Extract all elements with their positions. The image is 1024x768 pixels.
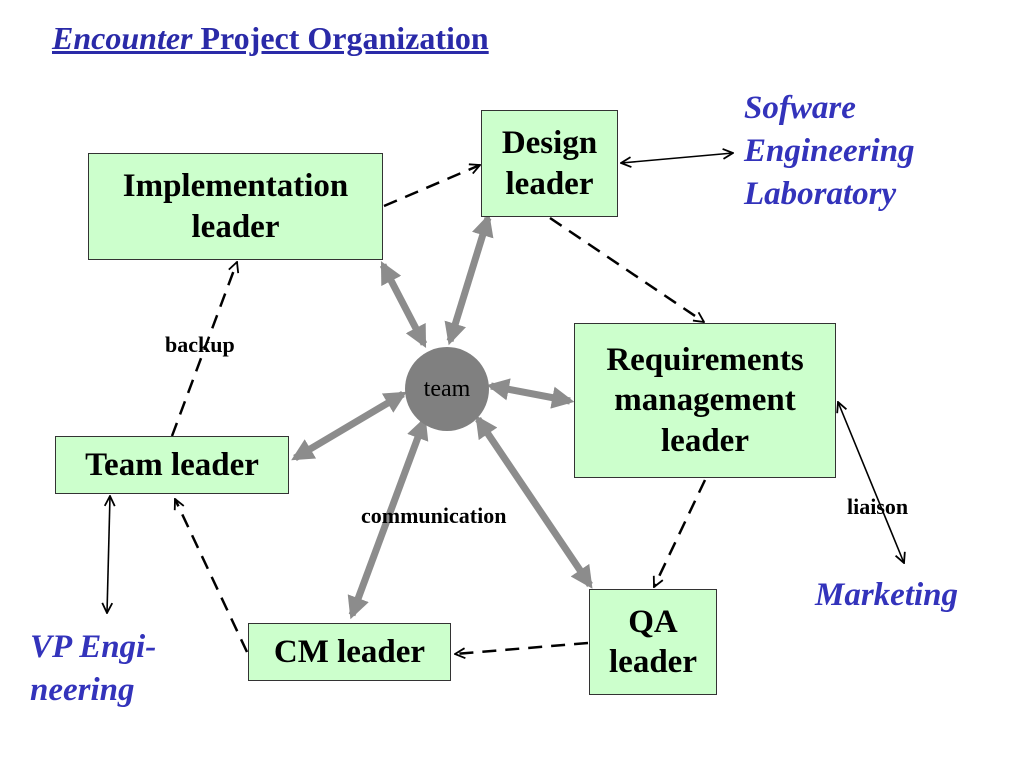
box-line: Implementation (122, 168, 349, 205)
team-hub: team (405, 347, 489, 431)
ext-line: VP Engi- (30, 629, 157, 665)
box-line: leader (661, 422, 749, 459)
title-rest: Project Organization (200, 20, 489, 56)
ext-line: Laboratory (744, 175, 897, 212)
ext-line: Engineering (744, 132, 915, 169)
box-line: leader (191, 208, 280, 245)
box-line: CM leader (273, 633, 426, 670)
box-line: Team leader (85, 446, 259, 483)
ext-line: Sofware (744, 90, 856, 126)
box-line: Design (501, 125, 598, 162)
qa-leader-box: QA leader (589, 589, 717, 695)
spoke-cm (347, 416, 429, 620)
software-engineering-lab: Sofware Engineering Laboratory (744, 87, 915, 216)
box-line: QA (628, 603, 678, 640)
spoke-implementation (379, 261, 428, 348)
team-leader-box: Team leader (55, 436, 289, 494)
link-design-sel (621, 153, 733, 163)
ext-line: neering (30, 671, 135, 708)
box-line: Requirements (606, 342, 804, 379)
requirements-management-leader-box: Requirements management leader (574, 323, 836, 478)
dash-design-to-req (549, 216, 704, 322)
dash-impl-to-design (383, 165, 480, 208)
backup-label: backup (165, 332, 235, 357)
marketing-label: Marketing (815, 574, 958, 617)
team-hub-label: team (423, 375, 471, 402)
spoke-qa (475, 415, 593, 589)
page-title: Encounter Project Organization (52, 20, 489, 57)
link-req-marketing (838, 402, 904, 563)
box-line: leader (609, 644, 697, 680)
box-line: leader (505, 165, 594, 202)
spoke-requirements (486, 378, 575, 409)
dash-cm-to-team (175, 499, 249, 653)
cm-leader-box: CM leader (248, 623, 451, 681)
communication-label: communication (361, 503, 507, 528)
vp-engineering-label: VP Engi- neering (30, 626, 156, 712)
dash-qa-to-cm (455, 641, 589, 654)
ext-line: Marketing (815, 577, 959, 613)
liaison-label: liaison (847, 494, 909, 519)
title-italic: Encounter (52, 20, 193, 56)
spoke-design (444, 213, 494, 346)
link-team-vp (107, 496, 110, 613)
dash-team-to-impl (170, 262, 237, 437)
implementation-leader-box: Implementation leader (88, 153, 383, 260)
design-leader-box: Design leader (481, 110, 618, 217)
spoke-team-leader (291, 390, 407, 462)
dash-req-to-qa (652, 479, 707, 587)
box-line: management (614, 382, 796, 419)
